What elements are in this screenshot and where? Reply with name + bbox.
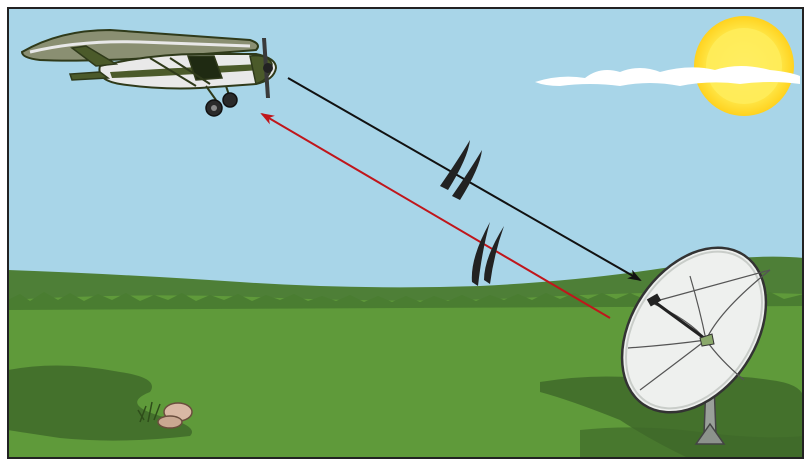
sun-icon [694, 16, 794, 116]
